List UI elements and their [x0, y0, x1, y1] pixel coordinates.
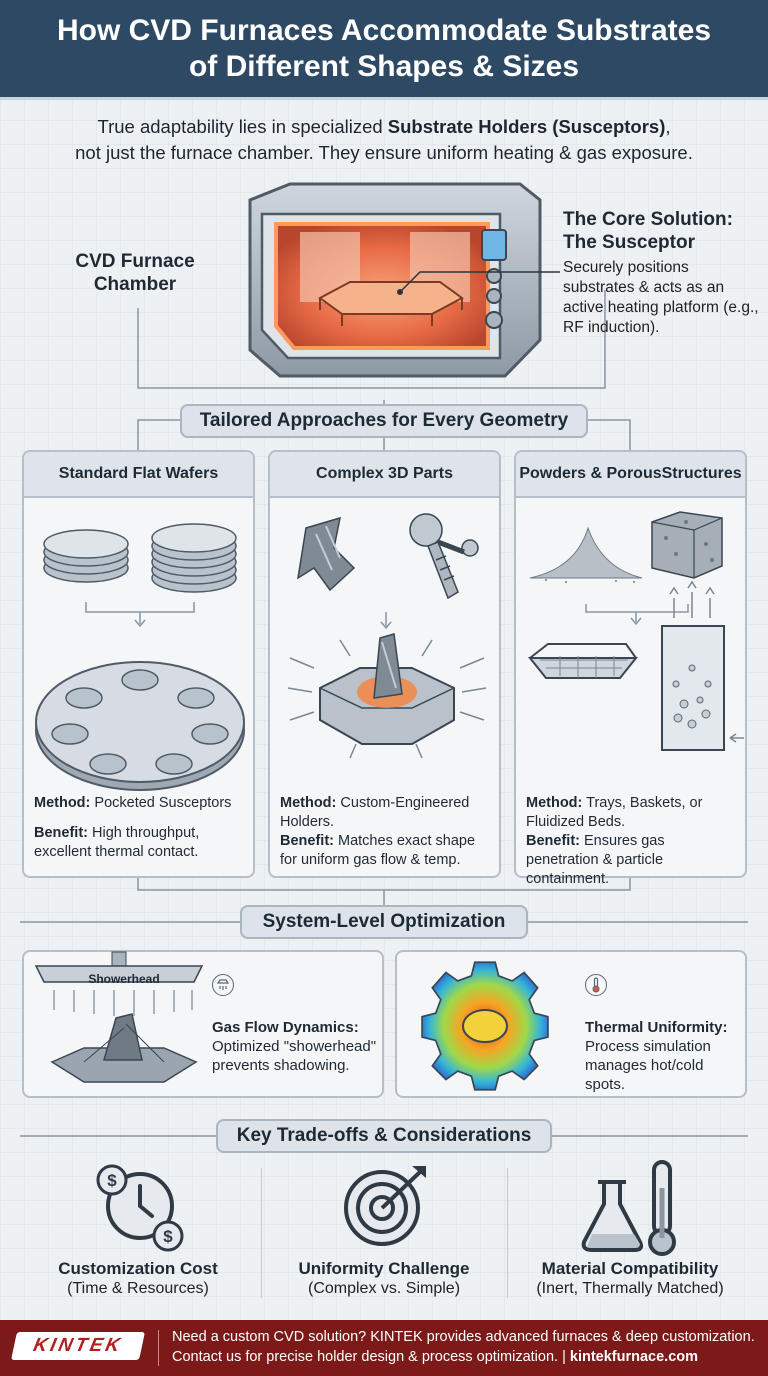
panel-3d-parts: Complex 3D Parts Method: Custom-Engineer…	[268, 450, 501, 878]
approaches-title: Tailored Approaches for Every Geometry	[180, 404, 588, 438]
tradeoff-title: Customization Cost	[58, 1259, 218, 1278]
panel-title: Complex 3D Parts	[270, 452, 499, 498]
thermometer-icon	[585, 974, 607, 996]
thermal-text: Thermal Uniformity:Process simulation ma…	[585, 1019, 728, 1093]
divider	[261, 1168, 262, 1298]
footer-text: Need a custom CVD solution? KINTEK provi…	[172, 1329, 755, 1365]
panel-flat-wafers: Standard Flat Wafers Method: Pocketed Su…	[22, 450, 255, 878]
benefit-text: Benefit: High throughput, excellent ther…	[34, 825, 200, 860]
method-text: Method: Trays, Baskets, or Fluidized Bed…	[526, 795, 703, 830]
tradeoff-title: Material Compatibility	[541, 1259, 719, 1278]
tradeoffs-connectors	[20, 1135, 748, 1170]
tradeoff-subtitle: (Time & Resources)	[67, 1280, 209, 1297]
core-solution-title: The Core Solution:The Susceptor	[563, 209, 733, 253]
method-text: Method: Pocketed Susceptors	[34, 795, 232, 811]
svg-text:$: $	[163, 1227, 173, 1246]
divider	[507, 1168, 508, 1298]
thermal-gear-illustration	[421, 961, 549, 1091]
wafer-illustration	[35, 523, 245, 791]
system-title: System-Level Optimization	[240, 905, 528, 939]
tradeoff-subtitle: (Inert, Thermally Matched)	[536, 1280, 724, 1297]
core-solution-desc: Securely positions substrates & acts as …	[563, 259, 759, 336]
panel-title: Standard Flat Wafers	[24, 452, 253, 498]
powder-illustration	[527, 511, 744, 751]
website-link[interactable]: kintekfurnace.com	[569, 1349, 699, 1365]
svg-text:$: $	[107, 1171, 117, 1190]
furnace-illustration	[137, 182, 606, 389]
showerhead-illustration	[34, 951, 204, 1083]
tradeoffs-title: Key Trade-offs & Considerations	[216, 1119, 552, 1153]
benefit-text: Benefit: Ensures gas penetration & parti…	[526, 833, 665, 887]
flask-thermometer-icon	[581, 1160, 676, 1256]
kintek-logo: KINTEK	[11, 1332, 145, 1360]
system-connectors	[20, 878, 748, 923]
clock-dollar-icon: $ $	[96, 1164, 184, 1252]
3d-parts-illustration	[287, 513, 487, 759]
footer-divider	[158, 1330, 159, 1366]
tradeoff-title: Uniformity Challenge	[298, 1259, 470, 1278]
benefit-text: Benefit: Matches exact shape for uniform…	[280, 833, 476, 868]
panel-thermal: Thermal Uniformity:Process simulation ma…	[395, 950, 747, 1098]
tradeoff-subtitle: (Complex vs. Simple)	[307, 1280, 461, 1297]
panel-gas-flow: Showerhead Gas Flow Dynamics:Optimized "…	[22, 950, 384, 1098]
method-text: Method: Custom-Engineered Holders.	[280, 795, 470, 830]
intro-text: True adaptability lies in specialized Su…	[75, 116, 693, 163]
target-arrow-icon	[344, 1166, 426, 1246]
showerhead-label: Showerhead	[88, 972, 160, 986]
showerhead-icon	[212, 974, 234, 996]
gas-flow-text: Gas Flow Dynamics:Optimized "showerhead"…	[212, 1019, 377, 1074]
